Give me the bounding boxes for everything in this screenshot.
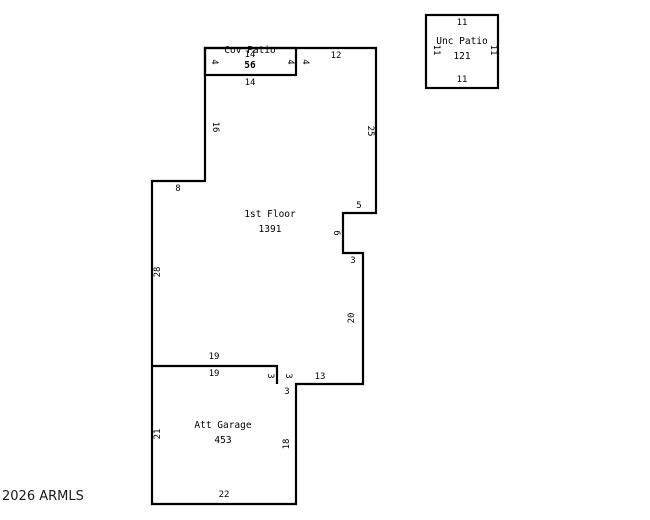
first-floor-dim-left-of-cov: 4 — [300, 59, 310, 64]
first-floor-dim-left-step: 8 — [175, 184, 180, 194]
first-floor-name: 1st Floor — [244, 209, 296, 220]
first-floor-dim-left-lower: 28 — [153, 267, 163, 278]
cov-patio-outline — [203, 46, 298, 77]
first-floor-dim-bottom-left: 19 — [209, 352, 220, 362]
att-garage-dim-top: 19 — [209, 369, 220, 379]
cov-patio: Cov Patio 14 56 14 4 4 — [203, 45, 298, 88]
att-garage: 19 3 3 21 18 22 Att Garage 453 — [152, 364, 292, 500]
cov-patio-dim-bottom: 14 — [245, 78, 256, 88]
first-floor-outline — [150, 46, 378, 506]
unc-patio-area: 121 — [453, 51, 470, 62]
first-floor-dim-right-lower: 20 — [347, 313, 357, 324]
cov-patio-dim-left: 4 — [209, 59, 219, 64]
unc-patio-outline — [424, 13, 500, 90]
att-garage-dim-step-bottom: 3 — [284, 387, 289, 397]
first-floor-dim-left-upper: 16 — [210, 122, 220, 133]
first-floor: 12 25 5 6 3 20 3 13 16 8 28 19 4 1st Flo… — [150, 46, 378, 506]
cov-patio-area: 56 — [244, 60, 256, 71]
first-floor-dim-top-right: 12 — [331, 51, 342, 61]
unc-patio-name: Unc Patio — [436, 36, 488, 47]
first-floor-dim-step-side: 6 — [331, 230, 341, 235]
first-floor-dim-bottom-step-side: 3 — [283, 373, 293, 378]
unc-patio-dim-bottom: 11 — [457, 75, 468, 85]
att-garage-name: Att Garage — [194, 420, 251, 431]
att-garage-area: 453 — [214, 435, 231, 446]
cov-patio-name: Cov Patio — [224, 45, 276, 56]
unc-patio-dim-top: 11 — [457, 18, 468, 28]
unc-patio: 11 11 11 11 Unc Patio 121 — [424, 13, 500, 90]
first-floor-area: 1391 — [259, 224, 282, 235]
first-floor-dim-right-upper: 25 — [365, 126, 375, 137]
att-garage-dim-left: 21 — [153, 429, 163, 440]
first-floor-dim-step-top: 5 — [356, 201, 361, 211]
att-garage-top-wall — [152, 364, 279, 384]
att-garage-dim-top-step: 3 — [265, 373, 275, 378]
first-floor-dim-bottom-right: 13 — [315, 372, 326, 382]
unc-patio-dim-right: 11 — [488, 45, 498, 56]
unc-patio-dim-left: 11 — [431, 45, 441, 56]
watermark: 2026 ARMLS — [2, 489, 84, 504]
cov-patio-dim-top: 14 — [245, 50, 256, 60]
att-garage-dim-bottom: 22 — [219, 490, 230, 500]
first-floor-dim-step-bottom: 3 — [350, 256, 355, 266]
att-garage-dim-right: 18 — [282, 439, 292, 450]
cov-patio-dim-right: 4 — [285, 59, 295, 64]
